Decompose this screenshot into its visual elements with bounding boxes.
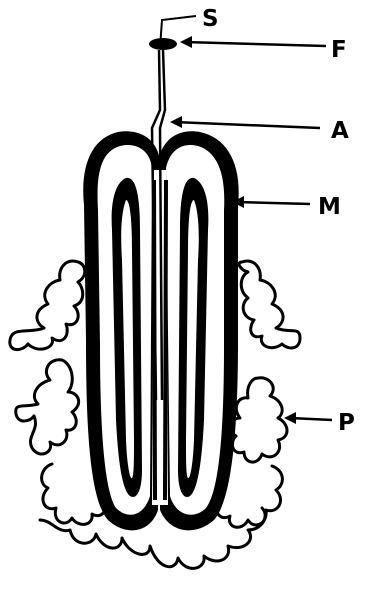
wavy-left-mid: [16, 360, 79, 454]
wavy-right-upper: [239, 261, 300, 348]
label-f: F: [331, 37, 347, 63]
leader-m: [232, 196, 310, 208]
label-s: S: [202, 6, 219, 32]
wavy-left-upper: [10, 261, 85, 349]
leader-a: [170, 116, 320, 128]
label-a: A: [331, 118, 349, 144]
label-m: M: [318, 194, 341, 220]
leader-f: [180, 36, 326, 48]
label-p: P: [338, 410, 355, 436]
f-dot: [149, 38, 177, 50]
wavy-right-mid: [230, 378, 287, 462]
leader-p: [284, 412, 332, 424]
